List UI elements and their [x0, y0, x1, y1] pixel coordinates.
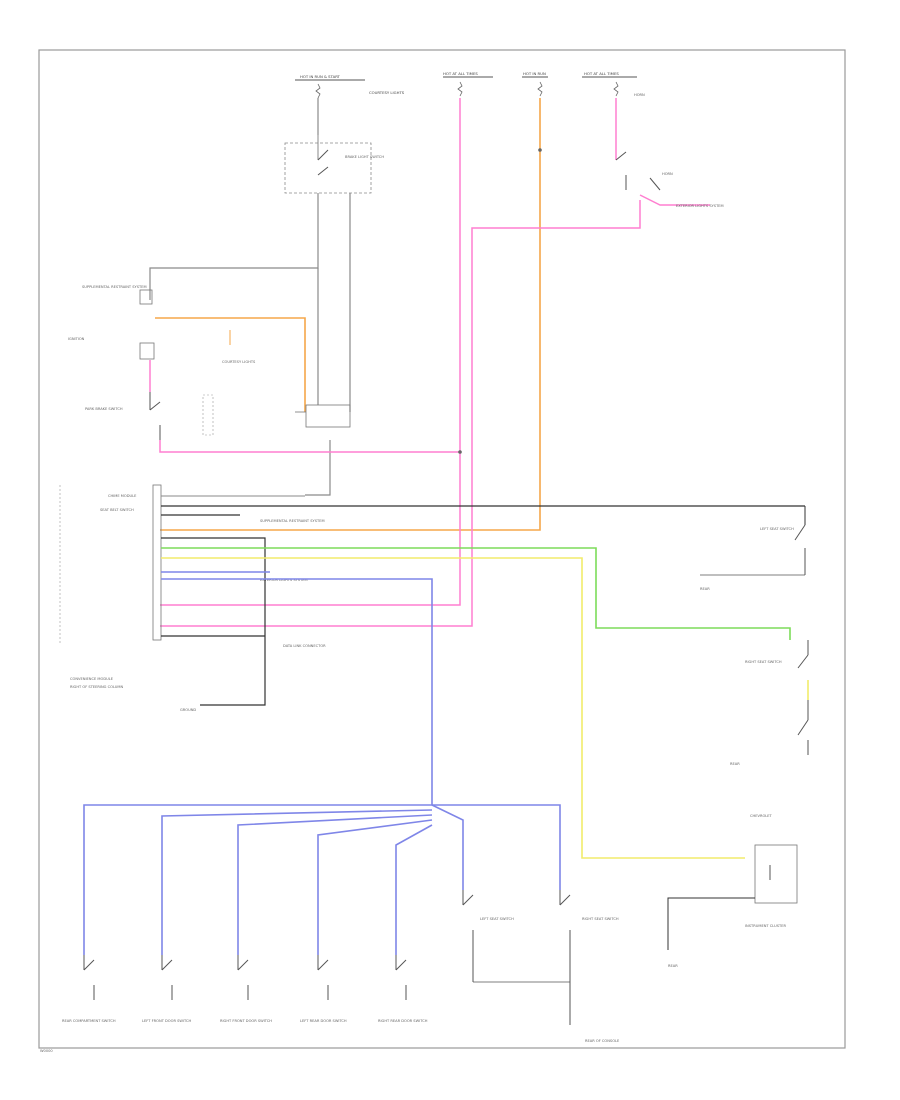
svg-text:HOT IN RUN: HOT IN RUN: [523, 71, 546, 76]
green-wire: [161, 547, 791, 640]
svg-text:LEFT SEAT SWITCH: LEFT SEAT SWITCH: [760, 527, 794, 531]
svg-text:CHEVROLET: CHEVROLET: [750, 814, 773, 818]
blue-wires: [83, 571, 561, 955]
svg-text:CHIME MODULE: CHIME MODULE: [108, 494, 137, 498]
main-module: CONVENIENCE MODULE RIGHT OF STEERING COL…: [59, 484, 162, 689]
instrument-cluster: CHEVROLET INSTRUMENT CLUSTER REAR: [667, 814, 798, 968]
svg-text:RIGHT SEAT SWITCH: RIGHT SEAT SWITCH: [582, 917, 619, 921]
svg-text:REAR OF CONSOLE: REAR OF CONSOLE: [585, 1039, 620, 1043]
door-switch-3: RIGHT FRONT DOOR SWITCH: [220, 955, 272, 1023]
horn-switch: HORN EXTERIOR LIGHTS SYSTEM: [615, 151, 724, 208]
yellow-wire: [161, 557, 809, 859]
svg-text:SUPPLEMENTAL RESTRAINT SYSTEM: SUPPLEMENTAL RESTRAINT SYSTEM: [82, 285, 147, 289]
left-sensor-block: SUPPLEMENTAL RESTRAINT SYSTEM IGNITION P…: [68, 285, 256, 440]
svg-text:REAR COMPARTMENT SWITCH: REAR COMPARTMENT SWITCH: [62, 1019, 116, 1023]
svg-text:REAR: REAR: [700, 587, 710, 591]
svg-text:REAR: REAR: [730, 762, 740, 766]
svg-text:DATA LINK CONNECTOR: DATA LINK CONNECTOR: [283, 644, 326, 648]
svg-text:IGNITION: IGNITION: [68, 337, 85, 341]
svg-text:LEFT REAR DOOR SWITCH: LEFT REAR DOOR SWITCH: [300, 1019, 347, 1023]
pink-wires: [149, 98, 710, 627]
svg-text:RIGHT SEAT SWITCH: RIGHT SEAT SWITCH: [745, 660, 782, 664]
orange-wires: [155, 98, 541, 531]
footer-code: W0000: [40, 1049, 53, 1053]
svg-text:HORN: HORN: [634, 93, 645, 97]
svg-text:RIGHT OF STEERING COLUMN: RIGHT OF STEERING COLUMN: [70, 685, 124, 689]
svg-text:COURTESY LIGHTS: COURTESY LIGHTS: [369, 90, 405, 95]
svg-text:HOT AT ALL TIMES: HOT AT ALL TIMES: [584, 71, 619, 76]
dark-wires: [161, 505, 805, 706]
diagram-frame: [38, 49, 846, 1049]
svg-text:BRAKE LIGHT SWITCH: BRAKE LIGHT SWITCH: [345, 155, 384, 159]
door-switch-5: RIGHT REAR DOOR SWITCH: [378, 955, 428, 1023]
pink-junctions: [458, 148, 542, 454]
fuse-labels: HOT IN RUN & START HOT AT ALL TIMES HOT …: [300, 71, 645, 97]
svg-text:SEAT BELT SWITCH: SEAT BELT SWITCH: [100, 508, 134, 512]
module-texts: SUPPLEMENTAL RESTRAINT SYSTEM EXTERIOR L…: [180, 519, 326, 712]
left-seat-switch: LEFT SEAT SWITCH REAR: [700, 506, 806, 591]
door-switch-1: REAR COMPARTMENT SWITCH: [62, 955, 116, 1023]
svg-text:HORN: HORN: [662, 172, 673, 176]
center-switches: LEFT SEAT SWITCH RIGHT SEAT SWITCH REAR …: [462, 890, 620, 1043]
svg-text:REAR: REAR: [668, 964, 678, 968]
svg-text:LEFT FRONT DOOR SWITCH: LEFT FRONT DOOR SWITCH: [142, 1019, 191, 1023]
svg-text:GROUND: GROUND: [180, 708, 196, 712]
svg-text:EXTERIOR LIGHTS SYSTEM: EXTERIOR LIGHTS SYSTEM: [260, 578, 308, 582]
door-switch-2: LEFT FRONT DOOR SWITCH: [142, 955, 191, 1023]
svg-text:LEFT SEAT SWITCH: LEFT SEAT SWITCH: [480, 917, 514, 921]
fuse-symbols: [315, 81, 619, 99]
junction-box: [295, 404, 351, 428]
right-seat-switch: RIGHT SEAT SWITCH REAR: [730, 640, 809, 766]
svg-text:COURTESY LIGHTS: COURTESY LIGHTS: [222, 360, 256, 364]
svg-text:INSTRUMENT CLUSTER: INSTRUMENT CLUSTER: [745, 924, 786, 928]
svg-text:PARK BRAKE SWITCH: PARK BRAKE SWITCH: [85, 407, 123, 411]
svg-text:RIGHT REAR DOOR SWITCH: RIGHT REAR DOOR SWITCH: [378, 1019, 428, 1023]
svg-text:CONVENIENCE MODULE: CONVENIENCE MODULE: [70, 677, 114, 681]
gray-wires: [149, 98, 351, 496]
brake-light-switch: BRAKE LIGHT SWITCH: [284, 135, 384, 194]
svg-text:EXTERIOR LIGHTS SYSTEM: EXTERIOR LIGHTS SYSTEM: [676, 204, 724, 208]
fuse-bus: [295, 76, 637, 81]
svg-text:HOT IN RUN & START: HOT IN RUN & START: [300, 74, 341, 79]
svg-text:SUPPLEMENTAL RESTRAINT SYSTEM: SUPPLEMENTAL RESTRAINT SYSTEM: [260, 519, 325, 523]
svg-text:HOT AT ALL TIMES: HOT AT ALL TIMES: [443, 71, 478, 76]
door-switch-4: LEFT REAR DOOR SWITCH: [300, 955, 347, 1023]
svg-text:RIGHT FRONT DOOR SWITCH: RIGHT FRONT DOOR SWITCH: [220, 1019, 272, 1023]
